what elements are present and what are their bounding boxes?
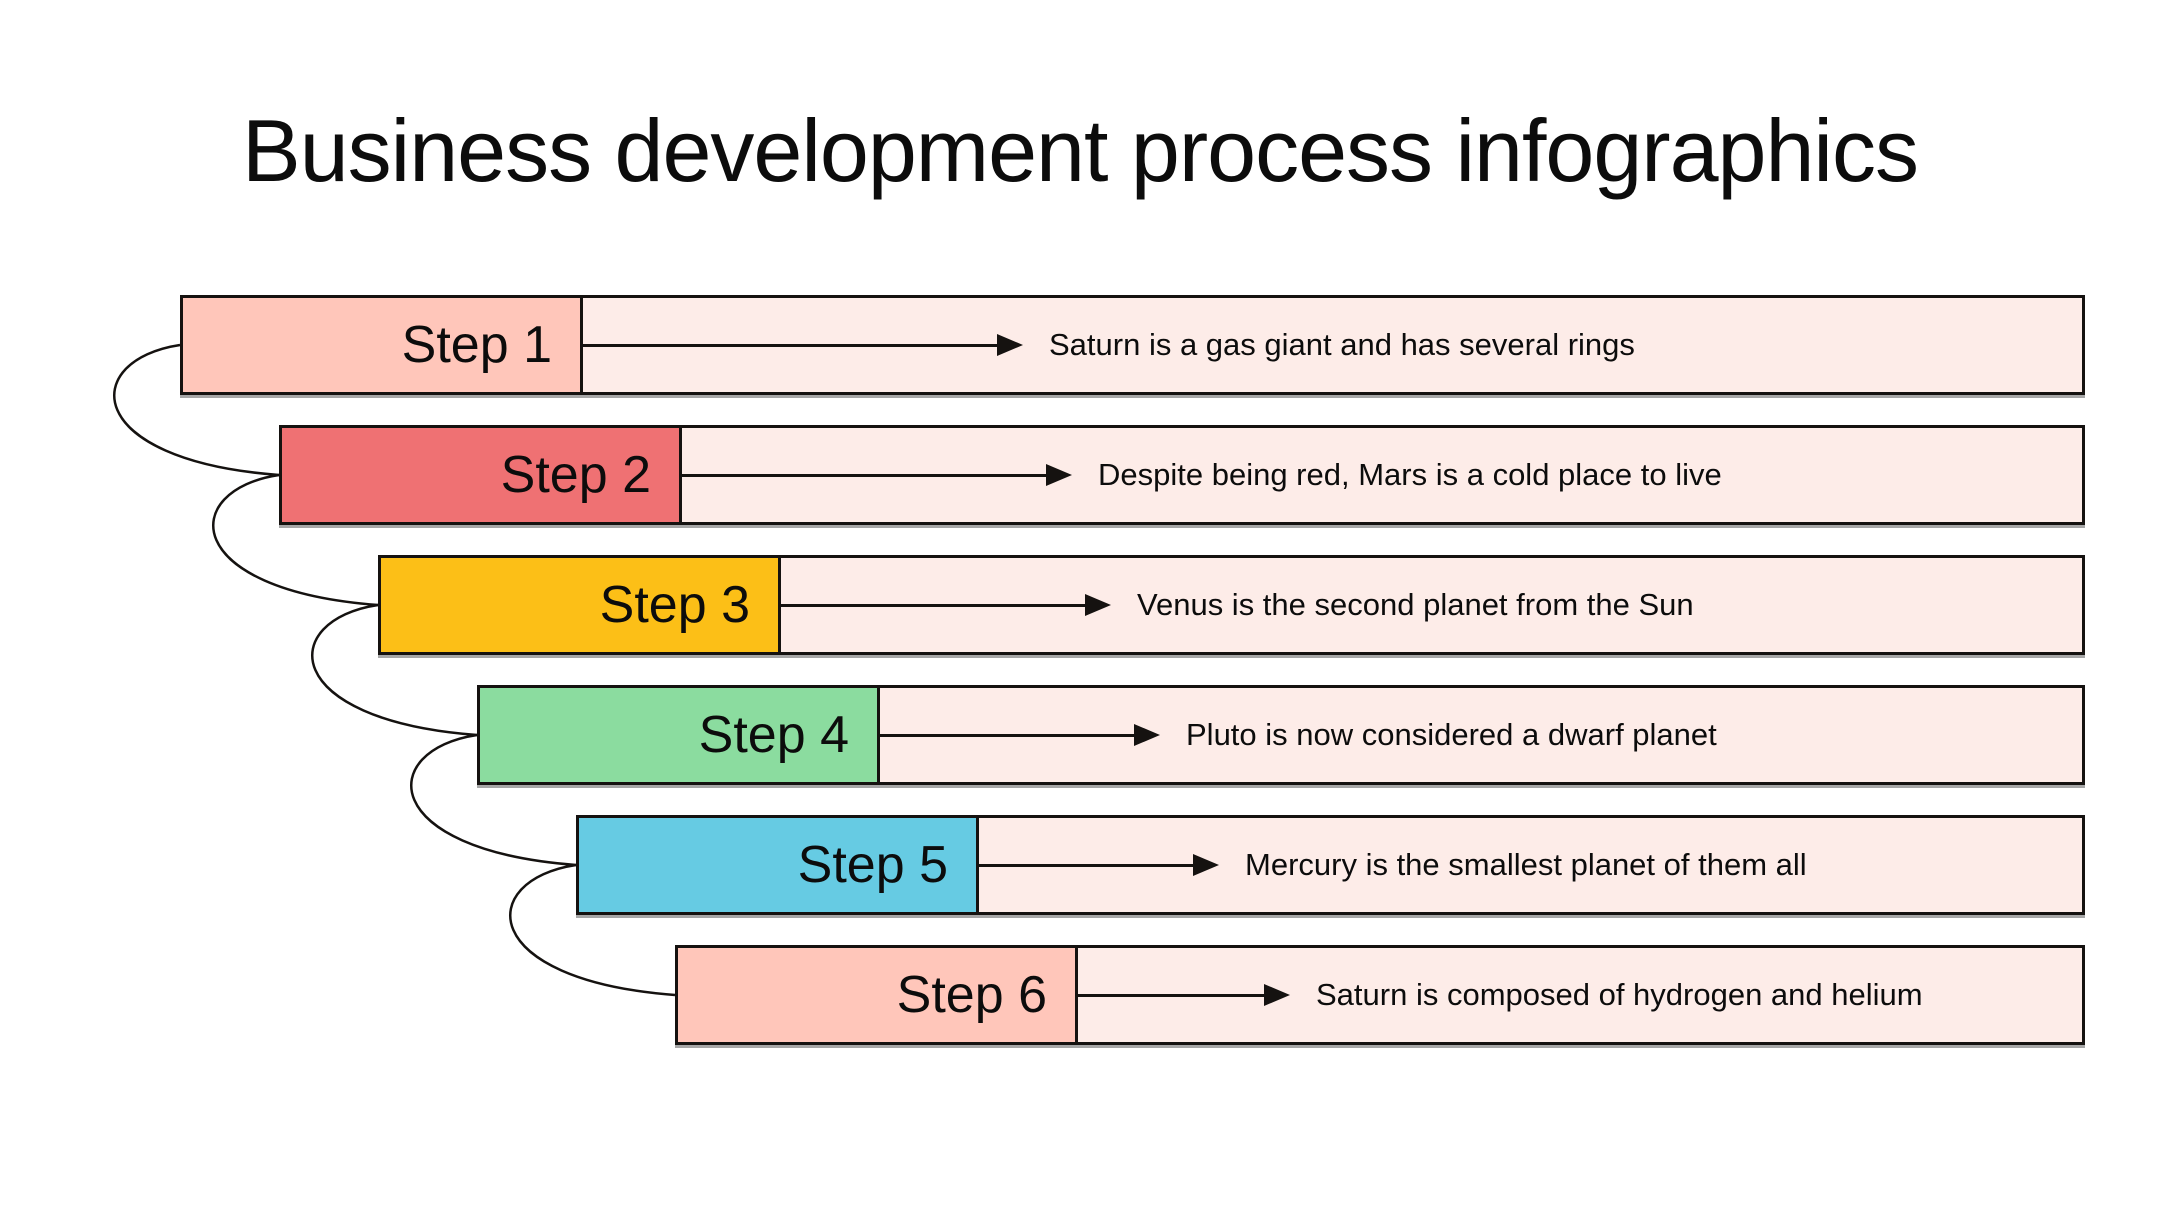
step-1-box: Step 1 [183, 298, 583, 392]
step-row-5: Step 5 Mercury is the smallest planet of… [576, 815, 2085, 915]
step-2-box: Step 2 [282, 428, 682, 522]
step-1-arrow-icon [583, 334, 1023, 356]
step-6-box: Step 6 [678, 948, 1078, 1042]
step-4-arrow-icon [880, 724, 1160, 746]
step-6-label: Step 6 [896, 966, 1047, 1024]
step-5-label: Step 5 [797, 836, 948, 894]
step-3-arrow-icon [781, 594, 1111, 616]
step-2-arrow-icon [682, 464, 1072, 486]
step-row-6: Step 6 Saturn is composed of hydrogen an… [675, 945, 2085, 1045]
step-2-label: Step 2 [500, 446, 651, 504]
step-3-box: Step 3 [381, 558, 781, 652]
step-4-label: Step 4 [698, 706, 849, 764]
step-5-arrow-icon [979, 854, 1219, 876]
step-3-description: Venus is the second planet from the Sun [1137, 587, 1694, 622]
steps-container: Step 1 Saturn is a gas giant and has sev… [180, 295, 2085, 1075]
step-row-1: Step 1 Saturn is a gas giant and has sev… [180, 295, 2085, 395]
step-row-4: Step 4 Pluto is now considered a dwarf p… [477, 685, 2085, 785]
step-5-description: Mercury is the smallest planet of them a… [1245, 847, 1807, 882]
page-title: Business development process infographic… [242, 101, 1919, 200]
step-1-label: Step 1 [401, 316, 552, 374]
step-row-2: Step 2 Despite being red, Mars is a cold… [279, 425, 2085, 525]
step-6-arrow-icon [1078, 984, 1290, 1006]
step-row-3: Step 3 Venus is the second planet from t… [378, 555, 2085, 655]
step-5-box: Step 5 [579, 818, 979, 912]
step-6-description: Saturn is composed of hydrogen and heliu… [1316, 977, 1923, 1012]
step-4-box: Step 4 [480, 688, 880, 782]
step-4-description: Pluto is now considered a dwarf planet [1186, 717, 1717, 752]
step-3-label: Step 3 [599, 576, 750, 634]
step-2-description: Despite being red, Mars is a cold place … [1098, 457, 1722, 492]
step-1-description: Saturn is a gas giant and has several ri… [1049, 327, 1635, 362]
